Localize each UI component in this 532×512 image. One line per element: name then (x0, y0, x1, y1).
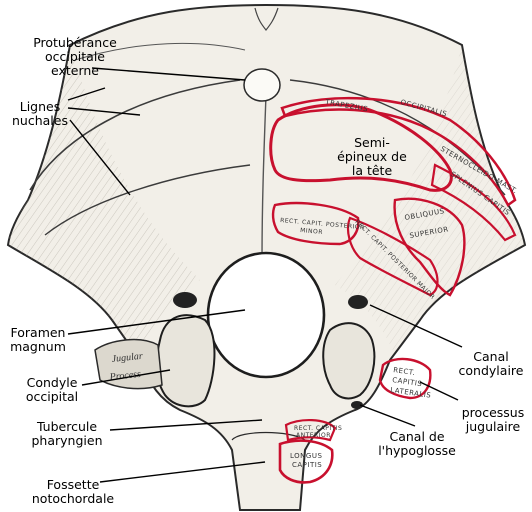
muscle-label-rect-anterior-1: RECT. CAPITIS (294, 425, 342, 432)
superior-nuchal-line-left (29, 79, 241, 191)
label-fossette-line1: Fossette (46, 477, 100, 492)
label-protuberance-line2: occipitale (45, 49, 105, 64)
label-foramen: Foramen magnum (0, 326, 76, 354)
label-foramen-line1: Foramen (10, 325, 66, 340)
leader-tubercule (109, 419, 263, 431)
jugular-label-1: Jugular (111, 351, 143, 365)
splenius-area (430, 163, 517, 242)
inferior-nuchal-line-left (44, 164, 251, 236)
label-semi-line2: épineux de (337, 149, 407, 164)
bone-shading-right (335, 45, 525, 355)
sagittal-suture (254, 7, 279, 31)
label-tubercule: Tubercule pharyngien (12, 420, 122, 448)
label-lignes-line1: Lignes (19, 99, 61, 114)
label-semi-line1: Semi- (354, 135, 390, 150)
muscle-label-longus-1: LONGUS (290, 452, 322, 460)
rect-anterior-area (284, 419, 337, 442)
label-tubercule-line1: Tubercule (36, 419, 98, 434)
label-semi-line3: la tête (351, 163, 393, 178)
label-tubercule-line2: pharyngien (31, 433, 103, 448)
label-semi-epineux: Semi- épineux de la tête (328, 136, 416, 178)
label-protuberance-line3: externe (51, 63, 99, 78)
muscle-label-longus-2: CAPITIS (292, 461, 322, 469)
leader-foramen (67, 309, 246, 335)
semispinalis-area (269, 103, 453, 192)
label-canal-condylaire-line2: condylaire (458, 363, 524, 378)
leader-fossette (99, 461, 266, 483)
label-lignes-line2: nuchales (12, 113, 68, 128)
leader-canal-hypoglosse (359, 404, 416, 427)
label-condyle: Condyle occipital (12, 376, 92, 404)
label-condyle-line2: occipital (25, 389, 79, 404)
label-protuberance: Protubérance occipitale externe (15, 36, 135, 78)
label-lignes: Lignes nuchales (0, 100, 80, 128)
label-condyle-line1: Condyle (26, 375, 78, 390)
leader-lines (67, 67, 463, 483)
external-occipital-crest (261, 94, 267, 263)
jugular-process-left (94, 338, 163, 390)
external-occipital-protuberance (243, 68, 281, 102)
label-canal-hypoglosse: Canal de l'hypoglosse (372, 430, 462, 458)
label-fossette: Fossette notochordale (18, 478, 128, 506)
label-processus-line1: processus (461, 405, 525, 420)
label-processus-line2: jugulaire (465, 419, 521, 434)
muscle-label-rect-lateralis-1: RECT. (393, 366, 416, 377)
foramen-magnum-shape (206, 251, 326, 379)
leader-processus (419, 381, 459, 401)
rect-minor-area (271, 201, 360, 246)
longus-area (278, 439, 334, 484)
rect-lateralis-area (378, 357, 432, 400)
label-protuberance-line1: Protubérance (33, 35, 117, 50)
label-canal-hypoglosse-line1: Canal de (389, 429, 445, 444)
label-foramen-line2: magnum (10, 339, 66, 354)
muscle-label-rect-minor-2: MINOR (300, 227, 323, 236)
occipital-condyle-right (322, 322, 376, 400)
leader-lignes-3 (69, 119, 131, 196)
label-canal-condylaire-line1: Canal (473, 349, 509, 364)
trapezius-occipitalis-band (280, 96, 517, 207)
leader-lignes-2 (67, 107, 141, 116)
muscle-label-rect-anterior-2: ANTERIOR (296, 432, 331, 439)
label-processus: processus jugulaire (455, 406, 531, 434)
leader-condyle (81, 369, 171, 386)
occipital-condyle-left (155, 314, 216, 408)
hypoglossal-canal-shape (351, 401, 363, 409)
obliquus-area (393, 197, 466, 297)
leader-lignes-1 (67, 87, 106, 101)
label-canal-condylaire: Canal condylaire (450, 350, 532, 378)
rect-major-area (346, 216, 439, 297)
leader-protuberance (91, 67, 246, 81)
highest-nuchal-line-left (74, 42, 246, 61)
leader-canal-condylaire (369, 304, 463, 348)
label-canal-hypoglosse-line2: l'hypoglosse (378, 443, 456, 458)
label-fossette-line2: notochordale (31, 491, 115, 506)
condylar-fossa-left (173, 292, 197, 308)
condylar-fossa-right (348, 295, 368, 309)
